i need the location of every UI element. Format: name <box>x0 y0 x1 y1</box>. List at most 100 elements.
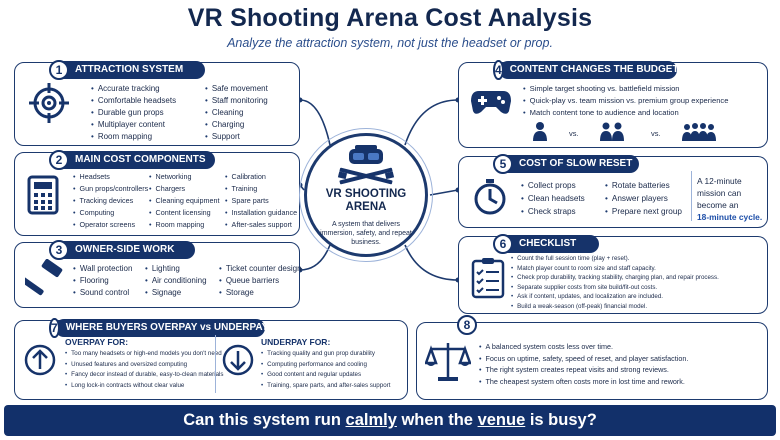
section-5-title: COST OF SLOW RESET <box>519 158 633 169</box>
page-title: VR Shooting Arena Cost Analysis <box>187 4 593 32</box>
arrow-up-icon <box>24 344 56 376</box>
hammer-icon <box>25 259 63 296</box>
section-5-col1: Collect props Clean headsets Check strap… <box>521 179 585 218</box>
banner-part2: when the <box>396 411 478 429</box>
two-people-icon <box>600 122 624 141</box>
section-2-col1: Headsets Gun props/controllers Tracking … <box>73 171 149 231</box>
list-item: Count the full session time (play + rese… <box>511 254 719 264</box>
center-title-line1: VR SHOOTING <box>325 188 407 200</box>
list-item: Calibration <box>225 171 297 183</box>
section-summary: 8 A balanced system costs less over time… <box>416 315 768 400</box>
list-item: Charging <box>205 119 268 131</box>
list-item: Installation guidance <box>225 207 298 219</box>
section-1-title: ATTRACTION SYSTEM <box>75 64 184 75</box>
list-item: Check prop durability, tracking stabilit… <box>511 273 719 283</box>
list-item: Simple target shooting vs. battlefield m… <box>523 83 728 95</box>
list-item: The cheapest system often costs more in … <box>479 376 688 388</box>
vs-label-2: vs. <box>651 129 661 138</box>
list-item: Training, spare parts, and after-sales s… <box>261 381 390 392</box>
section-overpay-underpay: 7 WHERE BUYERS OVERPAY vs UNDERPAY OVERP… <box>14 318 408 400</box>
section-2-number: 2 <box>49 150 69 170</box>
section-main-cost-components: 2 MAIN COST COMPONENTS Headsets Gun prop… <box>14 150 300 236</box>
list-item: After-sales support <box>225 219 297 231</box>
connector-6 <box>404 244 459 281</box>
section-2-header: 2 MAIN COST COMPONENTS <box>49 150 215 170</box>
center-title-line2: ARENA <box>345 201 387 213</box>
list-item: Collect props <box>521 179 585 192</box>
section-7-title: WHERE BUYERS OVERPAY vs UNDERPAY <box>65 322 269 333</box>
checklist-icon <box>471 258 505 299</box>
section-4-title: CONTENT CHANGES THE BUDGET <box>509 64 679 75</box>
list-item: Chargers <box>149 183 219 195</box>
banner-calmly: calmly <box>345 411 397 429</box>
reset-note-line1: A 12-minute <box>697 176 742 186</box>
center-hub: VR SHOOTING ARENA A system that delivers… <box>299 128 433 262</box>
list-item: Networking <box>149 171 219 183</box>
scales-icon <box>425 343 471 381</box>
section-5-col2: Rotate batteries Answer players Prepare … <box>605 179 682 218</box>
list-item: Rotate batteries <box>605 179 682 192</box>
center-title: VR SHOOTING ARENA <box>307 188 425 214</box>
list-item: Focus on uptime, safety, speed of reset,… <box>479 353 689 365</box>
list-item: Computing performance and cooling <box>261 360 390 371</box>
center-description: A system that delivers immersion, safety… <box>320 221 412 246</box>
calculator-icon <box>27 175 59 215</box>
connector-4 <box>404 99 459 146</box>
list-item: Comfortable headsets <box>91 95 176 107</box>
section-1-col1: Accurate tracking Comfortable headsets D… <box>91 83 176 143</box>
list-item: Safe movement <box>205 83 268 95</box>
list-item: Build a weak-season (off-peak) financial… <box>511 302 719 312</box>
list-item: Unused features and oversized computing <box>65 360 224 371</box>
list-item: Headsets <box>73 171 148 183</box>
section-3-header: 3 OWNER-SIDE WORK <box>49 240 195 260</box>
section-2-title: MAIN COST COMPONENTS <box>75 154 206 165</box>
section-5-number: 5 <box>493 154 513 174</box>
stopwatch-icon <box>474 179 506 215</box>
connector-5 <box>429 189 459 196</box>
section-2-col2: Networking Chargers Cleaning equipment C… <box>149 171 220 231</box>
list-item: Queue barriers <box>219 275 302 287</box>
target-icon <box>29 83 69 123</box>
overpay-label: OVERPAY FOR: <box>65 337 129 347</box>
list-item: Wall protection <box>73 263 133 275</box>
list-item: Good content and regular updates <box>261 370 390 381</box>
reset-note-line2: mission can <box>697 188 742 198</box>
section-6-list: Count the full session time (play + rese… <box>511 254 719 312</box>
section-1-number: 1 <box>49 60 69 80</box>
list-item: Staff monitoring <box>205 95 268 107</box>
list-item: Content licensing <box>149 207 219 219</box>
person-icon <box>533 122 547 141</box>
banner-part3: is busy? <box>525 411 597 429</box>
section-7-header: 7 WHERE BUYERS OVERPAY vs UNDERPAY <box>49 318 268 338</box>
list-item: Answer players <box>605 192 682 205</box>
list-item: Ticket counter design <box>219 263 302 275</box>
section-6-number: 6 <box>493 234 513 254</box>
list-item: Match content tone to audience and locat… <box>523 107 728 119</box>
list-item: Signage <box>145 287 207 299</box>
section-slow-reset: 5 COST OF SLOW RESET Collect props Clean… <box>458 154 768 228</box>
section-4-number: 4 <box>493 60 504 80</box>
underpay-list: Tracking quality and gun prop durability… <box>261 349 390 391</box>
list-item: Multiplayer content <box>91 119 176 131</box>
list-item: Room mapping <box>91 131 176 143</box>
list-item: Air conditioning <box>145 275 207 287</box>
list-item: Check straps <box>521 205 585 218</box>
section-3-col2: Lighting Air conditioning Signage <box>145 263 207 299</box>
banner-venue: venue <box>477 411 526 429</box>
list-item: Tracking quality and gun prop durability <box>261 349 390 360</box>
list-item: Flooring <box>73 275 132 287</box>
section-5-header: 5 COST OF SLOW RESET <box>493 154 639 174</box>
reset-note-highlight: 18-minute cycle. <box>697 212 763 222</box>
list-item: A balanced system costs less over time. <box>479 341 688 353</box>
list-item: Too many headsets or high-end models you… <box>65 349 224 360</box>
list-item: Cleaning <box>205 107 268 119</box>
underpay-label: UNDERPAY FOR: <box>261 337 331 347</box>
center-ring <box>299 128 433 262</box>
list-item: Storage <box>219 287 302 299</box>
section-4-list: Simple target shooting vs. battlefield m… <box>523 83 729 119</box>
group-icon <box>682 123 716 141</box>
list-item: Operator screens <box>73 219 148 231</box>
reset-note-line3: become an <box>697 200 739 210</box>
section-4-header: 4 CONTENT CHANGES THE BUDGET <box>493 60 679 80</box>
section-8-list: A balanced system costs less over time. … <box>479 341 689 388</box>
